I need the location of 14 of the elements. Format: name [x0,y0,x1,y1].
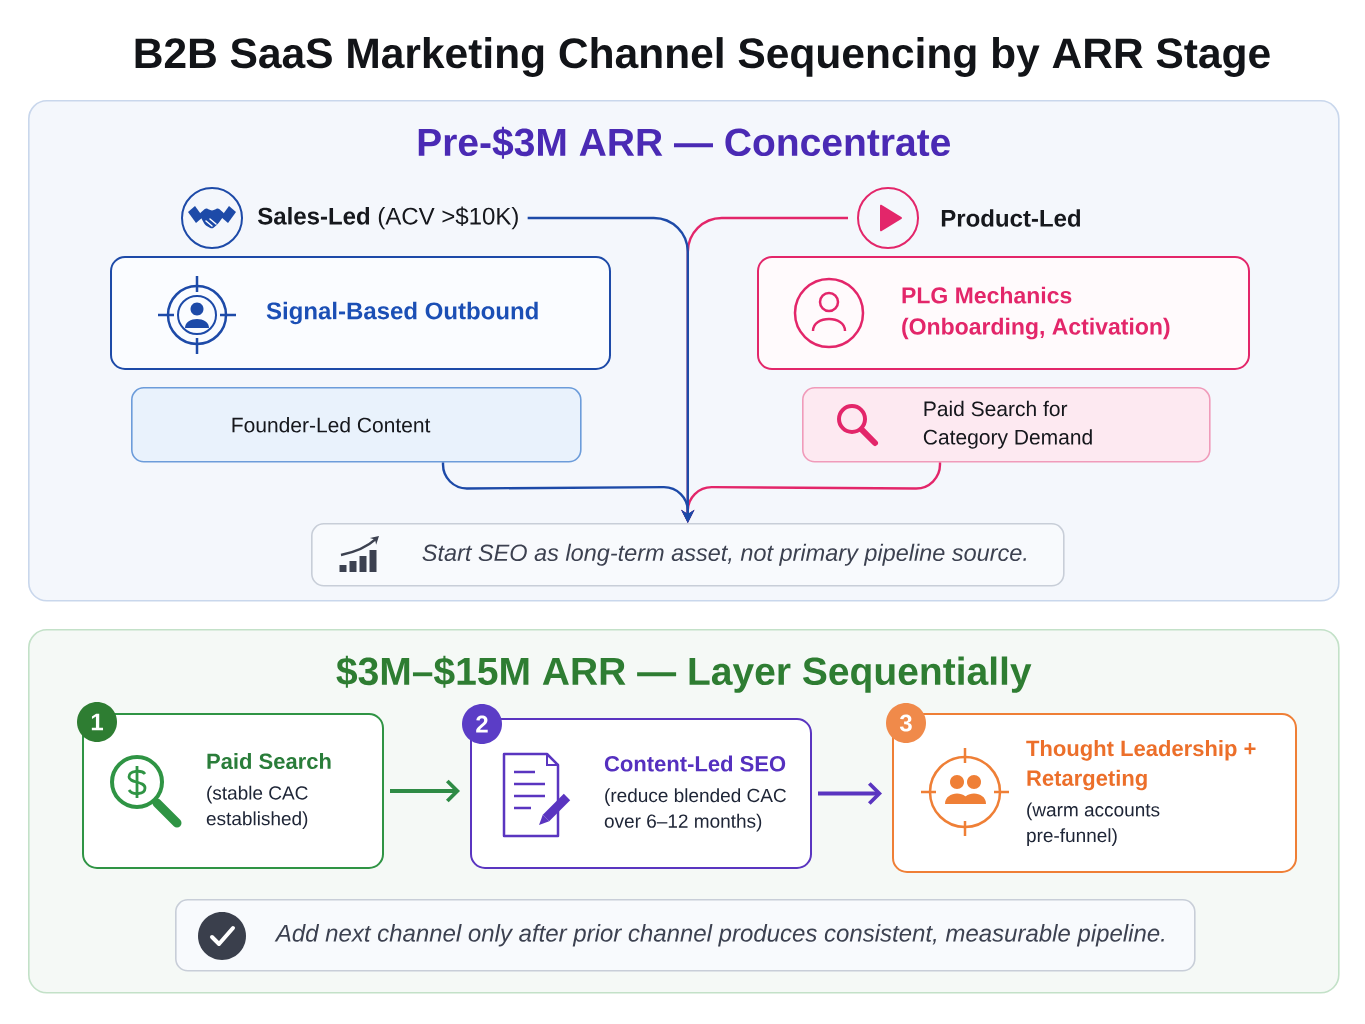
branch-heading: Sales-Led (ACV >$10K) [257,206,518,230]
note-box: Add next channel only after prior channel produces consistent, measurable pipeline. [175,899,1196,972]
arrow [390,779,460,803]
channel-box: Paid Search for Category Demand [802,387,1211,463]
channel-box: Signal-Based Outbound [110,256,611,370]
arrow [818,782,882,805]
branch-heading: Product-Led [941,209,1081,227]
number-badge: 2 [462,704,502,744]
channel-box: Founder-Led Content [131,387,582,463]
number-badge: 1 [77,702,117,742]
number-badge: 3 [886,703,926,743]
title: B2B SaaS Marketing Channel Sequencing by ARR Stage [135,37,1270,77]
note-box: Start SEO as long-term asset, not primary pipeline source. [311,523,1065,587]
channel-box: PLG Mechanics (Onboarding, Activation) [757,256,1250,370]
